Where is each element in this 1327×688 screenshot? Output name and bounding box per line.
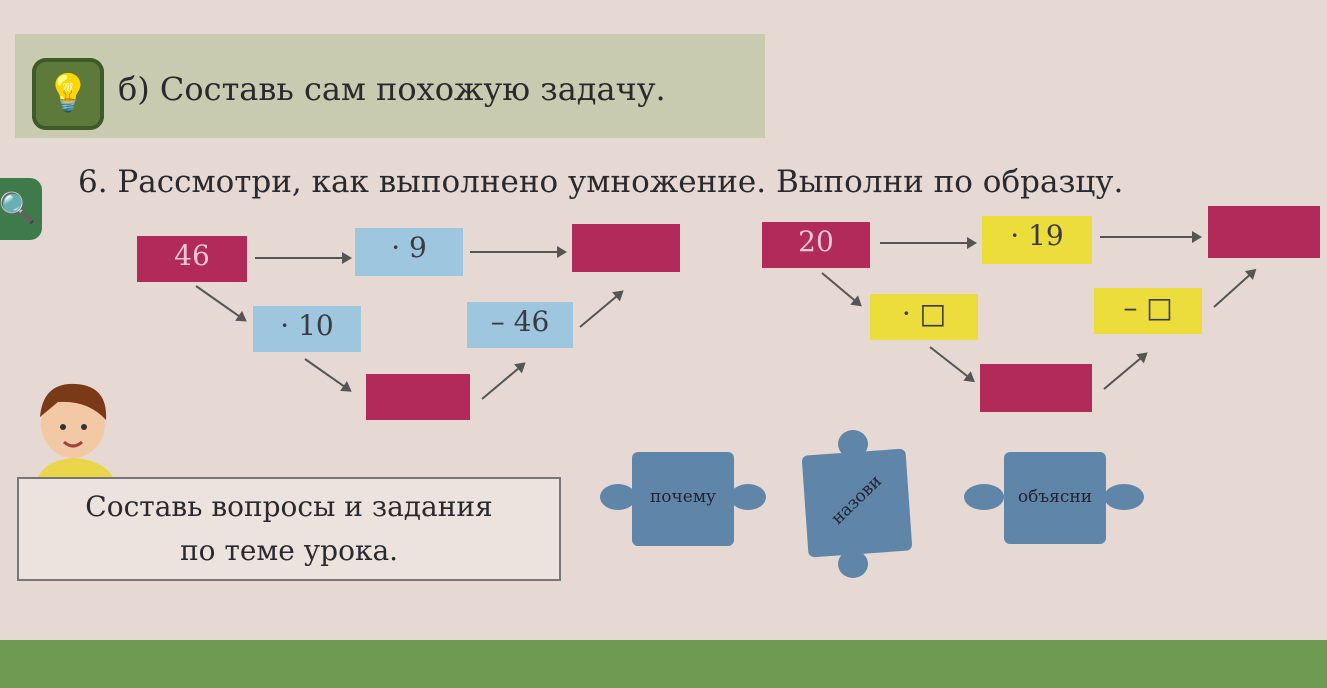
bottom-green-strip xyxy=(0,640,1327,688)
lightbulb-icon: 💡 xyxy=(32,58,104,130)
arrow xyxy=(929,346,974,382)
exercise-start-box: 20 xyxy=(762,222,870,268)
boy-illustration xyxy=(33,383,118,492)
magnifier-icon: 🔍 xyxy=(0,178,42,240)
puzzle-knob xyxy=(964,484,1004,510)
arrow xyxy=(1103,352,1147,390)
puzzle-piece-nazovi: назови xyxy=(801,448,913,558)
puzzle-knob xyxy=(600,484,636,510)
arrow xyxy=(481,362,525,400)
example-intermediate-box xyxy=(366,374,470,420)
exercise-step-a-box[interactable]: · □ xyxy=(870,294,978,340)
arrow xyxy=(255,252,352,264)
exercise-intermediate-box[interactable] xyxy=(980,364,1092,412)
exercise-result-box[interactable] xyxy=(1208,206,1320,258)
arrow xyxy=(821,272,861,306)
example-step-b-box: – 46 xyxy=(467,302,573,348)
exercise-step-b-box[interactable]: – □ xyxy=(1094,288,1202,334)
puzzle-knob xyxy=(838,430,868,458)
puzzle-knob xyxy=(838,550,868,578)
exercise-multiply-box: · 19 xyxy=(982,216,1092,264)
example-multiply-box: · 9 xyxy=(355,228,463,276)
example-step-a-box: · 10 xyxy=(253,306,361,352)
arrow xyxy=(195,285,246,322)
note-line-1: Составь вопросы и задания xyxy=(85,490,493,523)
arrow xyxy=(1213,269,1256,308)
example-result-box xyxy=(572,224,680,272)
arrow xyxy=(470,246,567,258)
task-6-heading: 6. Рассмотри, как выполнено умножение. В… xyxy=(78,164,1124,200)
puzzle-label: почему xyxy=(649,487,717,507)
task-b-banner xyxy=(15,34,765,138)
arrow xyxy=(1100,231,1202,243)
puzzle-label: назови xyxy=(827,471,886,529)
example-start-box: 46 xyxy=(137,236,247,282)
puzzle-piece-pochemu: почему xyxy=(632,452,734,546)
puzzle-label: объясни xyxy=(1017,487,1093,507)
task-b-text: б) Составь сам похожую задачу. xyxy=(118,70,666,108)
arrow xyxy=(880,237,977,249)
puzzle-knob xyxy=(730,484,766,510)
arrow xyxy=(304,358,351,392)
arrow xyxy=(579,290,623,328)
puzzle-piece-obyasni: объясни xyxy=(1004,452,1106,544)
puzzle-knob xyxy=(1104,484,1144,510)
note-line-2: по теме урока. xyxy=(179,534,399,567)
lesson-note-box: Составь вопросы и задания по теме урока. xyxy=(17,477,561,581)
